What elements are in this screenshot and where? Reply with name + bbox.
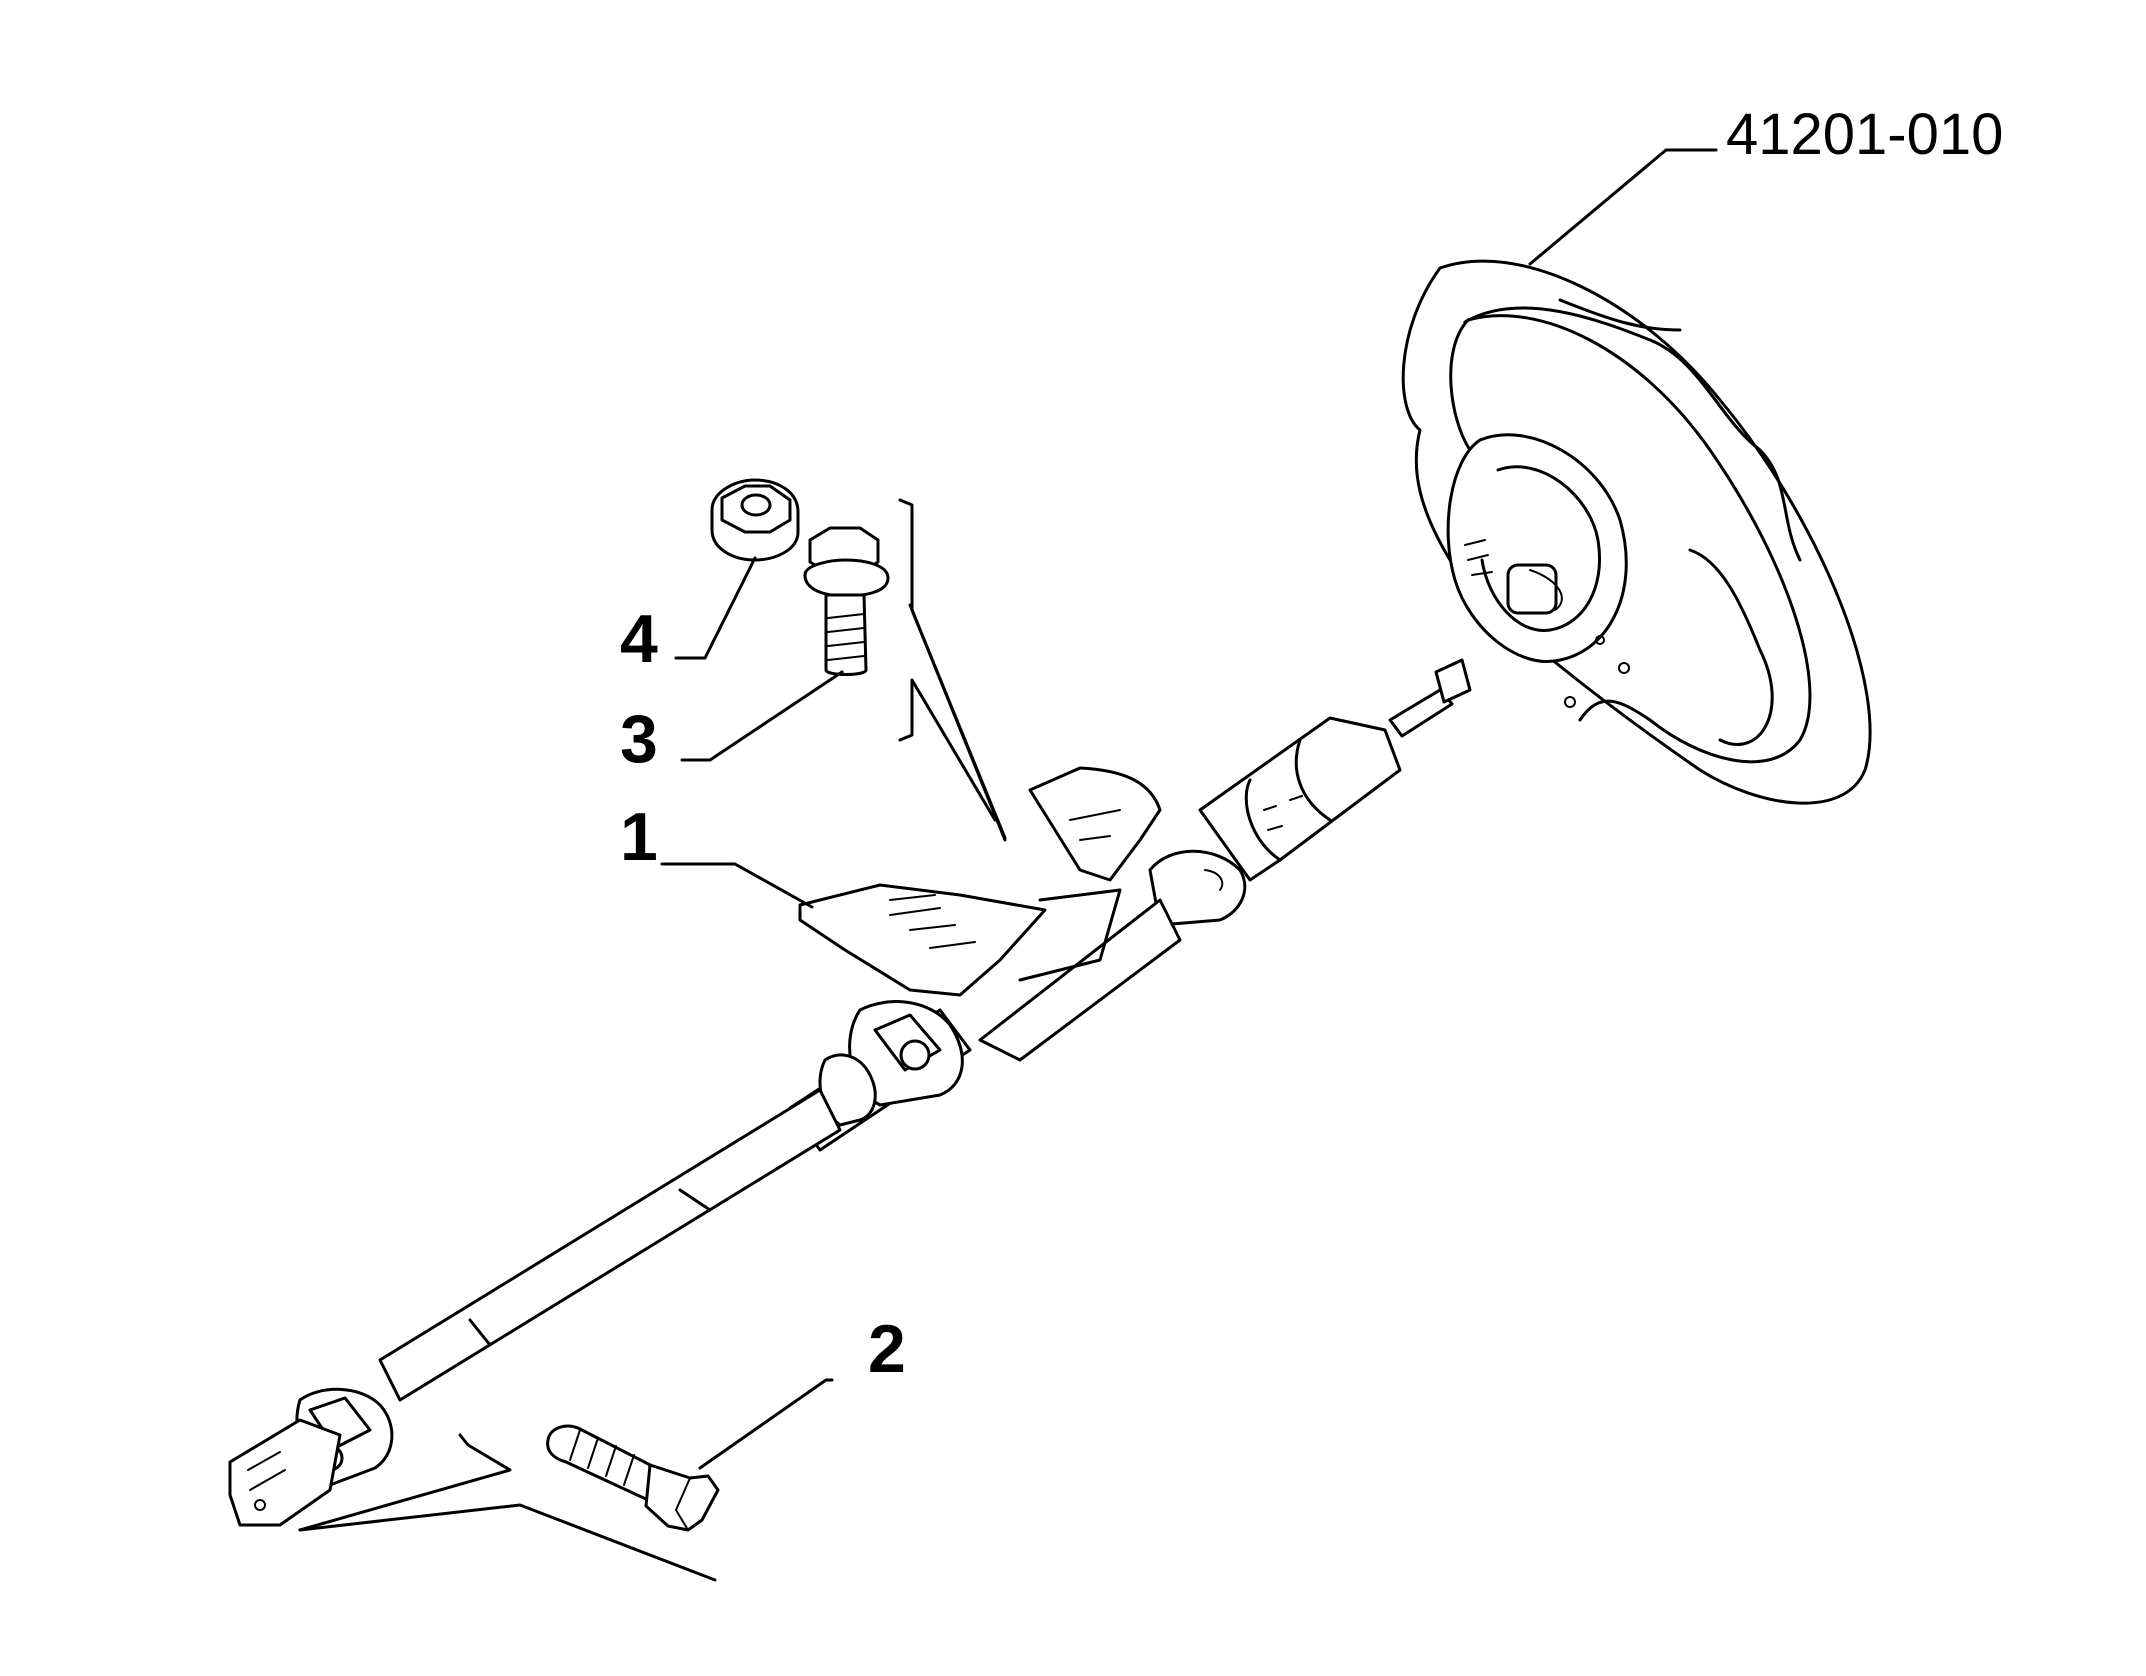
callout-part-3: 3 <box>620 701 658 777</box>
flange-nut <box>710 478 800 562</box>
steering-wheel <box>1401 259 1872 805</box>
steering-column <box>228 658 1472 1527</box>
leader-part-2 <box>698 1378 834 1470</box>
callout-steering-wheel-ref: 41201-010 <box>1726 102 2003 167</box>
callout-part-1: 1 <box>620 799 658 875</box>
leader-part-1 <box>660 862 814 909</box>
callout-part-4: 4 <box>620 601 658 677</box>
leader-lines <box>660 148 1718 1470</box>
leader-part-3 <box>680 670 844 762</box>
pinch-bolt <box>546 1424 720 1532</box>
group-indicators <box>298 498 1007 1582</box>
flange-bolt-short <box>803 526 890 676</box>
leader-steering-wheel <box>1528 148 1718 266</box>
callout-part-2: 2 <box>868 1311 906 1387</box>
leader-part-4 <box>674 556 757 660</box>
